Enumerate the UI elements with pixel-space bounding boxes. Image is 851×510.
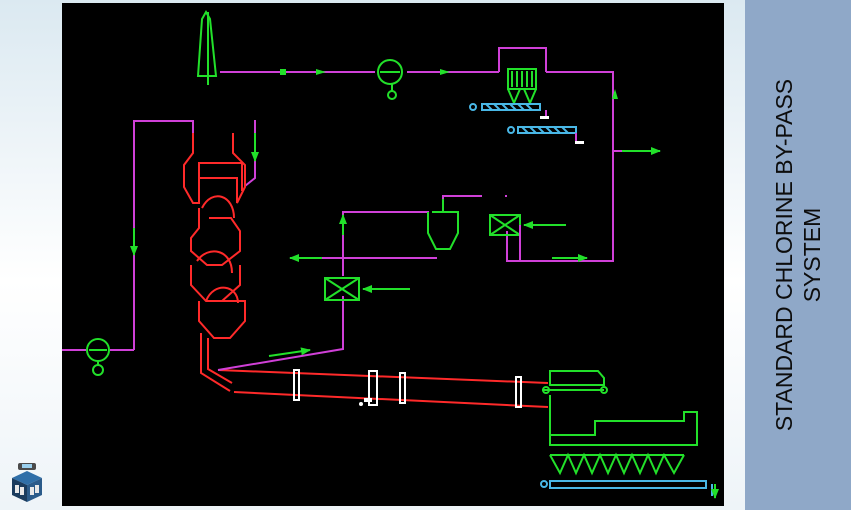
flow-arrow-icon [612, 89, 618, 99]
fan-icon [377, 59, 403, 100]
slide-title: STANDARD CHLORINE BY-PASS SYSTEM [771, 78, 825, 432]
flow-arrow-icon [268, 347, 311, 357]
cyclone-preheater-icon [183, 133, 246, 392]
bag-filter-icon [507, 68, 537, 106]
exhaust-gas-line [220, 47, 660, 262]
duct-to-mixing-chamber [217, 195, 507, 371]
mixing-chamber-icon [324, 277, 360, 301]
flow-arrow-icon [440, 69, 450, 75]
stack-icon [196, 9, 218, 85]
clinker-conveyor-icon [540, 480, 713, 496]
clinker-cooler-icon [542, 370, 698, 476]
kiln-drive-icon [359, 398, 372, 406]
rotary-kiln-icon [217, 369, 549, 408]
kiln-tyre-icon [293, 369, 522, 408]
title-band: STANDARD CHLORINE BY-PASS SYSTEM [745, 0, 851, 510]
flow-arrow-icon [316, 69, 326, 75]
flow-diagram-svg [62, 9, 719, 499]
screw-conveyor-icon [469, 103, 577, 134]
bypass-gas-duct [62, 120, 256, 351]
cyclone-icon [427, 199, 459, 250]
fan-icon [86, 338, 110, 376]
company-logo-icon [6, 462, 48, 504]
screw-drive-icon [540, 116, 584, 144]
process-diagram [62, 3, 724, 506]
damper-icon [280, 69, 286, 75]
mixing-chamber-icon [489, 214, 521, 236]
